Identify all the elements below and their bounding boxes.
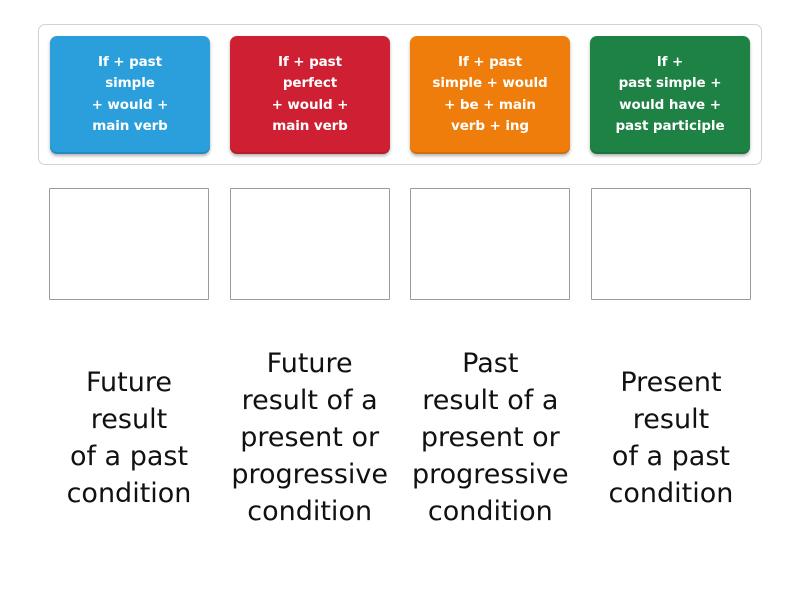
dropzone-1[interactable]: [49, 188, 209, 300]
draggable-card-3[interactable]: If + past simple + would + be + main ver…: [410, 35, 570, 154]
answer-label-cell-3: Past result of a present or progressive …: [410, 330, 570, 545]
answer-label-3: Past result of a present or progressive …: [411, 348, 569, 527]
answer-label-row: Future result of a past condition Future…: [38, 330, 762, 545]
draggable-card-2[interactable]: If + past perfect + would + main verb: [230, 35, 390, 154]
dropzone-3[interactable]: [410, 188, 571, 300]
draggable-card-4[interactable]: If + past simple + would have + past par…: [590, 35, 750, 154]
answer-label-cell-2: Future result of a present or progressiv…: [230, 330, 390, 545]
card-tray-inner: If + past simple + would + main verb If …: [39, 25, 761, 164]
dropzone-2[interactable]: [229, 188, 390, 300]
answer-label-cell-4: Present result of a past condition: [591, 330, 751, 545]
answer-label-cell-1: Future result of a past condition: [49, 330, 209, 545]
dropzone-row: [38, 188, 762, 301]
card-tray: If + past simple + would + main verb If …: [38, 24, 762, 165]
answer-label-1: Future result of a past condition: [66, 366, 192, 509]
answer-label-4: Present result of a past condition: [608, 366, 734, 509]
answer-label-2: Future result of a present or progressiv…: [231, 348, 388, 527]
dropzone-4[interactable]: [590, 188, 751, 300]
draggable-card-1[interactable]: If + past simple + would + main verb: [50, 35, 210, 154]
